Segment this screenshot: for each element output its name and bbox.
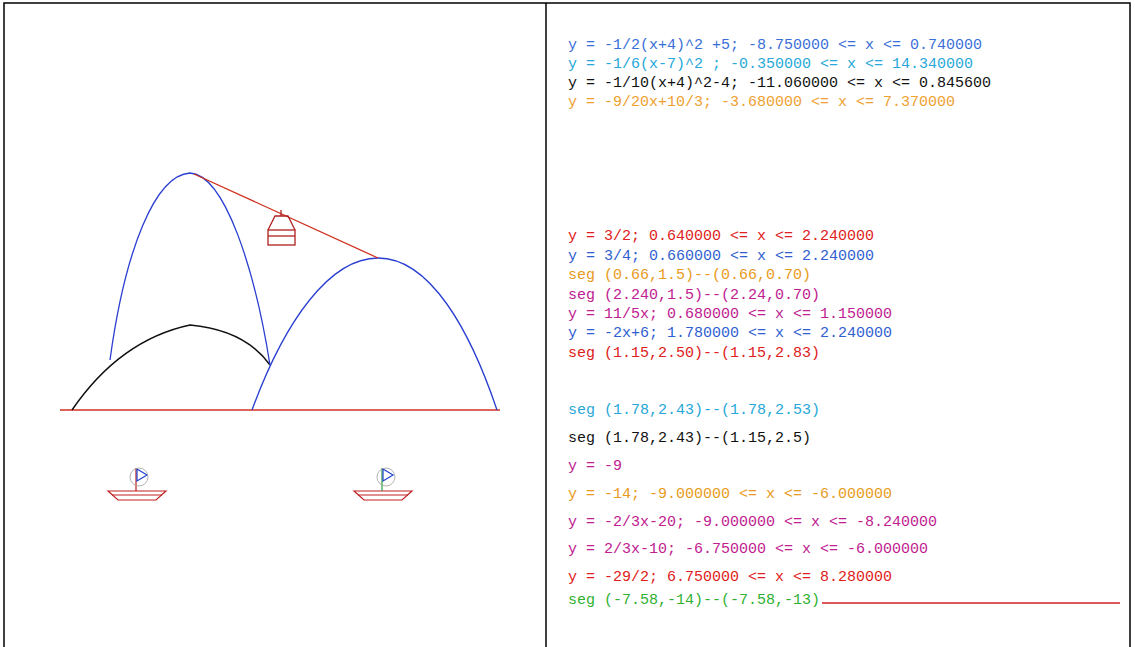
equation-text: y = -9/20x+10/3; -3.680000 <= x <= 7.370… xyxy=(568,94,955,112)
equation-text: seg (1.78,2.43)--(1.78,2.53) xyxy=(568,402,820,420)
equation-text: y = 3/2; 0.640000 <= x <= 2.240000 xyxy=(568,228,874,246)
equation-text: y = -2x+6; 1.780000 <= x <= 2.240000 xyxy=(568,325,892,343)
equation-text: y = -1/6(x-7)^2 ; -0.350000 <= x <= 14.3… xyxy=(568,56,973,74)
cable-car xyxy=(268,210,295,245)
equation-text: seg (-7.58,-14)--(-7.58,-13) xyxy=(568,592,820,610)
hill-curve xyxy=(72,325,270,410)
panel-frame xyxy=(4,3,1130,647)
panel-divider xyxy=(545,3,547,647)
equation-text: y = -2/3x-20; -9.000000 <= x <= -8.24000… xyxy=(568,514,937,532)
equation-text: seg (1.78,2.43)--(1.15,2.5) xyxy=(568,430,811,448)
equation-text: y = -1/10(x+4)^2-4; -11.060000 <= x <= 0… xyxy=(568,75,991,93)
equation-text: y = -29/2; 6.750000 <= x <= 8.280000 xyxy=(568,569,892,587)
equation-text: seg (1.15,2.50)--(1.15,2.83) xyxy=(568,345,820,363)
mountain-curve xyxy=(252,258,497,410)
equation-text: seg (0.66,1.5)--(0.66,0.70) xyxy=(568,267,811,285)
ground-line xyxy=(60,409,500,411)
boat-left xyxy=(108,468,166,500)
equation-text: y = -14; -9.000000 <= x <= -6.000000 xyxy=(568,486,892,504)
equation-text: y = 11/5x; 0.680000 <= x <= 1.150000 xyxy=(568,306,892,324)
cable-line xyxy=(194,174,378,258)
equation-text: y = -1/2(x+4)^2 +5; -8.750000 <= x <= 0.… xyxy=(568,37,982,55)
underline-mark xyxy=(822,602,1120,604)
equation-text: y = -9 xyxy=(568,458,622,476)
equation-text: y = 3/4; 0.660000 <= x <= 2.240000 xyxy=(568,248,874,266)
mountain-curve xyxy=(110,173,270,365)
equation-text: y = 2/3x-10; -6.750000 <= x <= -6.000000 xyxy=(568,541,928,559)
boat-right xyxy=(354,468,412,500)
equation-text: seg (2.240,1.5)--(2.24,0.70) xyxy=(568,287,820,305)
